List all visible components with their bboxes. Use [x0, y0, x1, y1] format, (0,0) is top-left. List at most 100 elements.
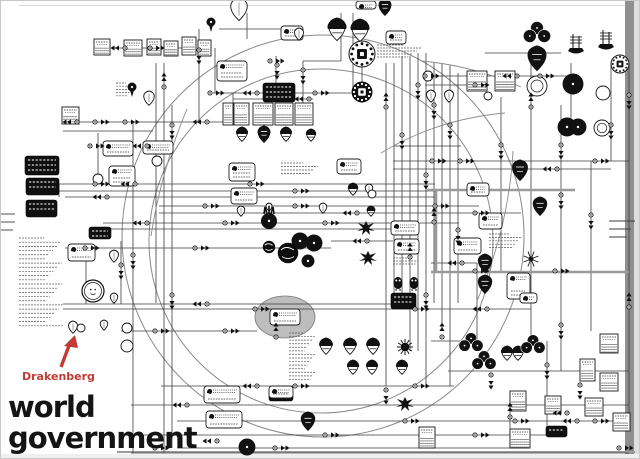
paper-edge-bottom [1, 454, 639, 458]
white-box-node [355, 1, 377, 10]
circle-emblem [569, 118, 587, 136]
title-line-2: government [8, 421, 198, 455]
black-box-node [88, 226, 112, 240]
shield-icon [327, 17, 347, 42]
shield-icon [532, 196, 548, 217]
white-box-node [203, 385, 241, 404]
portrait-icon [81, 279, 105, 303]
white-box-node [102, 140, 134, 157]
institution-box-node [197, 39, 212, 57]
white-box-node [228, 162, 256, 182]
black-box-node [545, 425, 568, 438]
circle-emblem [151, 155, 163, 167]
red-arrow-shape [59, 335, 78, 368]
shield-icon [512, 159, 528, 182]
circle-emblem [121, 322, 133, 334]
shield-icon [500, 345, 514, 361]
fine-print-block [393, 257, 418, 265]
shield-icon [99, 319, 109, 331]
institution-box-node [163, 40, 179, 57]
seal-icon [348, 40, 376, 68]
globe-icon [262, 240, 276, 254]
black-box-node [24, 155, 60, 176]
institution-box-node [93, 38, 111, 56]
white-box-node [466, 182, 490, 197]
shield-icon [279, 126, 293, 142]
white-box-node [519, 292, 538, 304]
white-box-node [108, 165, 136, 187]
shield-icon [347, 182, 359, 196]
connector-lines [1, 13, 635, 454]
white-box-node [268, 385, 294, 399]
institution-box-node [181, 36, 197, 56]
eagle-icon [396, 397, 414, 411]
institution-box-node [509, 428, 531, 449]
sunburst-icon [397, 339, 413, 355]
circle-emblem [120, 339, 134, 353]
institution-box-node [222, 102, 234, 126]
shield-icon [143, 90, 155, 106]
shield-icon [395, 359, 409, 375]
white-box-node [390, 220, 420, 236]
shield-icon [68, 320, 78, 334]
shield-icon [350, 18, 370, 43]
spider-icon [523, 251, 539, 267]
institution-box-node [418, 426, 436, 449]
circle-emblem [305, 234, 323, 252]
white-box-node [67, 243, 96, 262]
fine-print-block [377, 44, 422, 58]
paper-edge-bottom-line [117, 451, 635, 453]
shield-icon [378, 1, 392, 17]
institution-box-node [599, 372, 619, 392]
black-box-node [25, 199, 58, 218]
white-box-node [336, 158, 362, 175]
shield-icon [109, 249, 119, 263]
shield-icon [527, 45, 547, 72]
white-box-node [230, 187, 258, 205]
pin-icon [206, 17, 216, 32]
institution-box-node [579, 358, 596, 382]
eagle-icon [359, 251, 377, 265]
title-line-1: world [8, 390, 96, 424]
fine-print-block [489, 233, 523, 248]
globe-icon [277, 242, 299, 264]
drakenberg-label: Drakenberg [22, 370, 95, 383]
ship-icon [598, 30, 614, 50]
institution-box-node [509, 390, 527, 412]
circle-cluster-icon [523, 21, 551, 43]
seal-icon [610, 54, 630, 74]
institution-box-node [612, 412, 631, 432]
black-box-node [262, 82, 296, 103]
shield-icon [365, 359, 379, 375]
circle-cluster-icon [471, 350, 497, 370]
institution-box-node [544, 395, 562, 415]
circle-emblem [595, 85, 611, 101]
shield-icon [366, 337, 380, 356]
shield-icon [236, 205, 246, 217]
shield-icon [257, 125, 271, 144]
orbit-circle [121, 34, 525, 438]
institution-box-node [584, 397, 604, 417]
flow-markers [62, 45, 634, 451]
paper-edge-top [19, 5, 627, 6]
page-title: world government [8, 390, 198, 455]
white-box-node [478, 212, 503, 230]
black-box-node [25, 177, 60, 196]
shield-icon [343, 337, 357, 356]
owl-icon [393, 277, 403, 291]
white-box-node [216, 60, 248, 82]
owl-icon [409, 277, 419, 291]
shield-icon [318, 202, 328, 214]
shield-icon [366, 205, 376, 217]
white-box-node [453, 237, 482, 255]
crown-emblem-icon [261, 206, 277, 229]
circle-emblem [301, 254, 315, 268]
white-box-node [205, 410, 243, 429]
eagle-icon [357, 221, 375, 235]
white-box-node [506, 272, 531, 300]
fine-print-block [281, 162, 318, 174]
shield-icon [319, 337, 333, 356]
paper-edge-right-dark [625, 1, 634, 458]
